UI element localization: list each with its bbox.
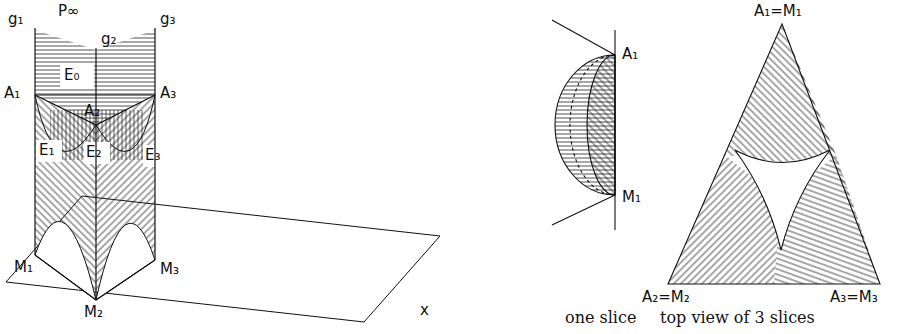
point-label: M₂ [84, 305, 103, 320]
caption-text: one slice [565, 310, 636, 326]
point-label: A₂ [84, 104, 100, 119]
caption-text: top view of 3 slices [660, 310, 815, 326]
point-label: A₃=M₃ [830, 290, 878, 305]
line-label: g₃ [160, 12, 176, 27]
point-label: A₁ [622, 47, 638, 62]
axis-label: x [420, 303, 429, 318]
point-label: A₃ [160, 86, 176, 101]
point-label: M₁ [622, 190, 641, 205]
region-label: E₃ [145, 148, 161, 163]
line-label: g₂ [101, 32, 117, 47]
point-label: P∞ [58, 4, 80, 19]
region-label: E₁ [39, 143, 55, 158]
point-label: A₁ [4, 86, 20, 101]
point-label: M₁ [14, 260, 33, 275]
region-label: E₀ [64, 68, 80, 83]
point-label: M₃ [160, 262, 179, 277]
line-label: g₁ [8, 12, 24, 27]
point-label: A₁=M₁ [754, 4, 802, 19]
region-label: E₂ [86, 145, 102, 160]
point-label: A₂=M₂ [642, 290, 690, 305]
